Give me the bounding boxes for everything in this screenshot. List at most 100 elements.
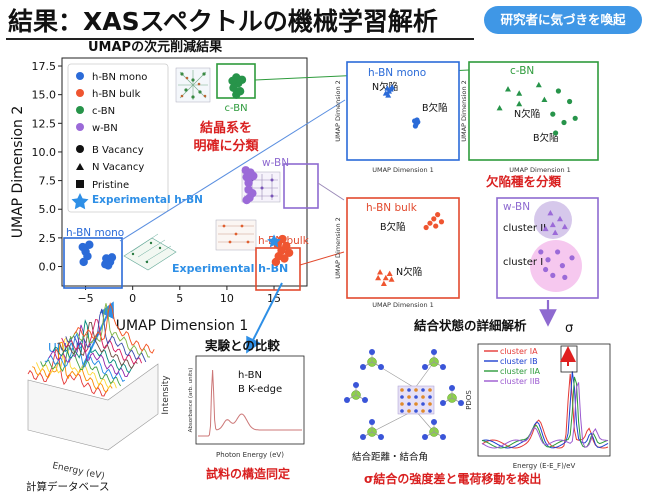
y-tick-label: 2.5 (39, 232, 57, 245)
scatter-point (242, 195, 251, 205)
umap-heading: UMAPの次元削減結果 (88, 39, 222, 55)
bonding-heading: 結合状態の詳細解析 (414, 318, 527, 333)
hbn-bulk-crystal-image (215, 219, 257, 251)
defect-point (431, 216, 437, 222)
scatter-point (107, 253, 117, 262)
x-tick-label: −5 (77, 292, 93, 305)
experiment-ylabel: Absorbance (arb. units) (188, 368, 194, 433)
experiment-arrow (246, 282, 283, 354)
title-underline (6, 38, 474, 40)
scatter-point (229, 83, 238, 92)
pdos-curve (481, 373, 609, 449)
y-tick-label: 0.0 (39, 261, 57, 274)
hbn-mono-crystal-image (123, 233, 177, 271)
x-tick-label: 10 (220, 292, 234, 305)
cbn-n-defect-label: N欠陥 (514, 108, 540, 120)
nitrogen-atom (344, 397, 350, 403)
pdos-legend: cluster IA cluster IB cluster IIA cluste… (484, 347, 540, 386)
lattice-atom (421, 388, 425, 392)
hbn-bulk-points (375, 212, 445, 286)
experimental-point (267, 234, 281, 248)
database-spectrum (69, 303, 151, 358)
database-spectrum (57, 322, 138, 370)
pdos-curves (481, 371, 609, 449)
legend-marker-b-vacancy (76, 145, 84, 153)
scatter-point (79, 257, 88, 267)
legend-label: Pristine (92, 180, 129, 191)
y-tick-label: 5.0 (39, 203, 57, 216)
defect-point (423, 224, 429, 231)
nitrogen-atom (378, 434, 384, 440)
defect-point (377, 269, 384, 275)
database-spectrum (73, 302, 155, 354)
database-spectrum (35, 336, 117, 389)
lattice-atom (407, 409, 411, 413)
y-tick-label: 15.0 (32, 89, 57, 102)
database-spectrum (27, 348, 109, 397)
legend-label: h-BN mono (92, 72, 147, 83)
hbn-mono-n-defect-label: N欠陥 (372, 81, 398, 93)
structure-caption: 結合距離・結合角 (352, 451, 428, 463)
umap-main-ticks: −50510150.02.55.07.510.012.515.017.5 (32, 60, 282, 305)
legend-marker-experimental (71, 193, 89, 210)
connector-wbn (317, 182, 345, 201)
cbn-panel-title: c-BN (510, 65, 534, 77)
nitrogen-atom (431, 419, 437, 425)
lattice-atom (400, 388, 404, 392)
crystal-annotation-line1: 結晶系を (200, 120, 252, 136)
defect-point (435, 212, 441, 218)
umap-main-ylabel: UMAP Dimension 2 (10, 106, 26, 239)
lattice-atom (414, 409, 418, 413)
hbn-mono-b-defect-label: B欠陥 (422, 102, 448, 114)
legend-marker-cbn (76, 106, 84, 114)
defect-point (561, 223, 568, 230)
x-tick-label: 0 (129, 292, 136, 305)
wbn-label: w-BN (262, 157, 289, 169)
cbn-crystal-image (175, 67, 211, 103)
cbn-b-defect-label: B欠陥 (533, 132, 559, 144)
lattice-atom (414, 388, 418, 392)
scatter-point (249, 171, 258, 181)
defect-point (389, 84, 396, 90)
experimental-label: Experimental h-BN (172, 262, 288, 275)
legend-marker-hbn-bulk (76, 89, 84, 97)
lattice-atom (428, 409, 432, 413)
insight-badge: 研究者に気づきを喚起 (484, 6, 642, 34)
database-spectrum (65, 308, 147, 363)
pdos-curve (481, 371, 609, 449)
nitrogen-atom (353, 382, 359, 388)
defect-point (550, 111, 556, 117)
hbn-mono-cluster-box (63, 237, 123, 289)
defect-point (535, 81, 542, 88)
scatter-point (228, 76, 237, 86)
hbn-bulk-n-defect-label: N欠陥 (396, 266, 422, 278)
crystal-annotation-line2: 明確に分類 (193, 138, 259, 154)
legend-marker-wbn (76, 123, 84, 131)
legend-label: B Vacancy (92, 145, 144, 156)
hbn-mono-points (382, 84, 421, 129)
lattice-atom (428, 402, 432, 406)
nitrogen-atom (449, 385, 455, 391)
database-spectrum (32, 341, 113, 393)
nitrogen-atom (440, 364, 446, 370)
pdos-curve (481, 382, 609, 449)
lattice-atom (421, 409, 425, 413)
defect-point (375, 274, 382, 281)
defect-point (541, 96, 548, 102)
database-spectrum (40, 336, 121, 387)
pdos-legend-ib: cluster IB (500, 357, 538, 366)
defect-point (549, 221, 556, 228)
nitrogen-atom (422, 434, 428, 440)
wbn-panel-title: w-BN (503, 201, 530, 213)
defect-point (412, 123, 418, 129)
wbn-points (538, 210, 575, 280)
lattice-atom (400, 395, 404, 399)
y-tick-label: 17.5 (32, 60, 57, 73)
defect-point (552, 229, 559, 235)
pdos-ylabel: PDOS (465, 390, 473, 410)
nitrogen-atom (362, 397, 368, 403)
pdos-legend-iia: cluster IIA (500, 367, 540, 376)
pdos-legend-ia: cluster IA (500, 347, 538, 356)
scatter-point (237, 75, 247, 84)
